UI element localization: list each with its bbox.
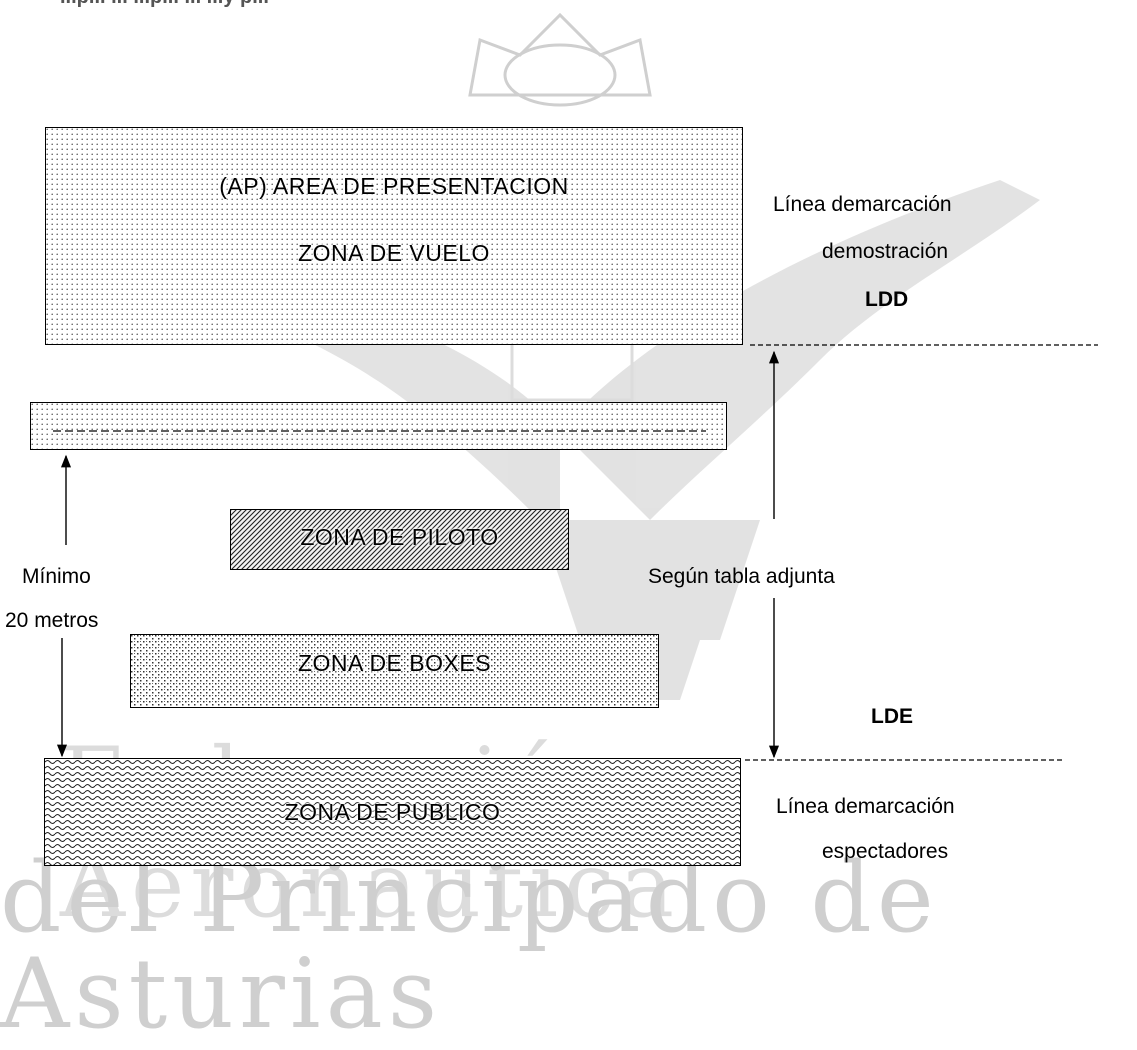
lde-abbr: LDE <box>871 705 913 728</box>
segun-tabla-label: Según tabla adjunta <box>648 565 835 588</box>
presentation-zone-fill <box>46 128 742 344</box>
ldd-abbr: LDD <box>865 288 909 311</box>
public-zone-fill <box>45 759 740 865</box>
public-zone-title: ZONA DE PUBLICO <box>284 799 501 825</box>
arrows-and-lines <box>56 344 1098 761</box>
minimo-label-line2: 20 metros <box>5 609 99 632</box>
pilot-zone-title: ZONA DE PILOTO <box>300 524 499 550</box>
public-zone: ZONA DE PUBLICO <box>44 758 741 866</box>
presentation-zone-title: (AP) AREA DE PRESENTACION <box>219 173 569 199</box>
flight-zone-title: ZONA DE VUELO <box>298 240 490 266</box>
buffer-strip-fill <box>31 403 726 449</box>
header-partial-text: ...p... ... ...p... ... ...y p... <box>60 0 269 9</box>
boxes-zone-title: ZONA DE BOXES <box>297 650 492 676</box>
minimo-label-line1: Mínimo <box>22 565 91 588</box>
presentation-zone: (AP) AREA DE PRESENTACION ZONA DE VUELO <box>45 127 743 345</box>
lde-label-line1: Línea demarcación <box>776 795 955 818</box>
ldd-label-line1: Línea demarcación <box>773 193 952 216</box>
buffer-strip <box>30 402 727 450</box>
boxes-zone: ZONA DE BOXES <box>130 634 659 708</box>
pilot-zone-fill <box>231 510 568 569</box>
pilot-zone: ZONA DE PILOTO <box>230 509 569 570</box>
lde-label-line2: espectadores <box>822 840 949 863</box>
ldd-label-line2: demostración <box>822 240 949 263</box>
boxes-zone-fill <box>131 635 658 707</box>
